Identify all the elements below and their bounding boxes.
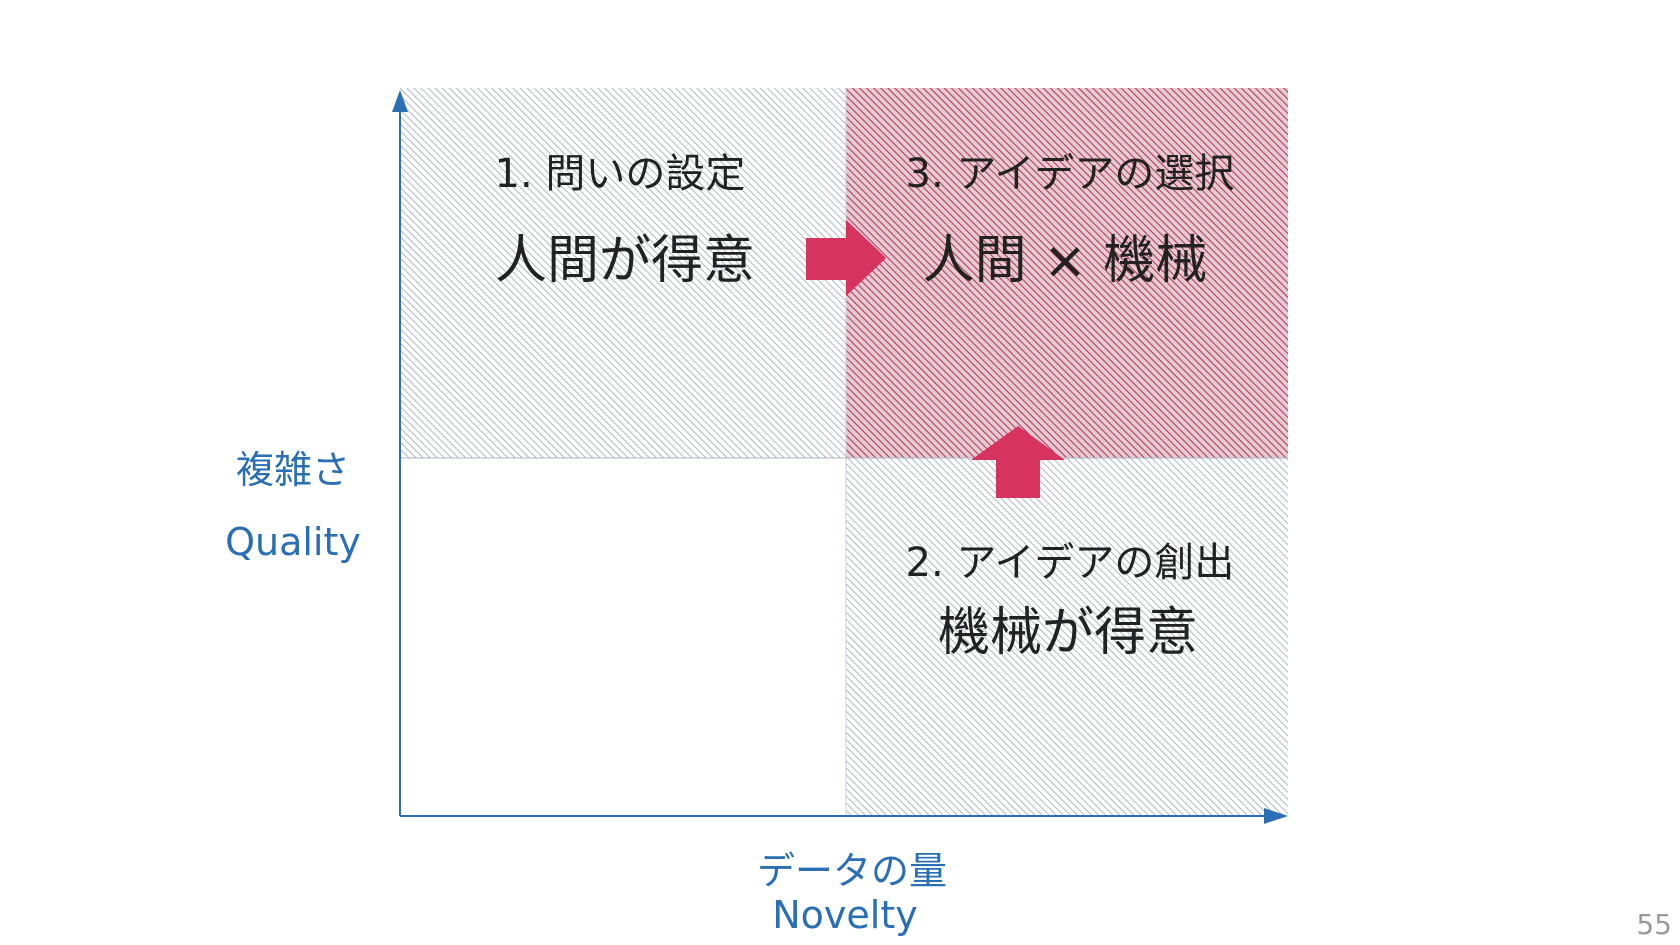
q3-title: 3. アイデアの選択 xyxy=(906,151,1235,197)
quadrant-top-right xyxy=(846,88,1288,458)
x-axis-arrowhead xyxy=(1264,808,1288,824)
y-axis-arrowhead xyxy=(392,90,408,112)
quadrant-top-left xyxy=(400,88,846,458)
quadrant-bottom-left xyxy=(400,458,846,816)
x-axis-label-en: Novelty xyxy=(772,893,918,937)
q2-title: 2. アイデアの創出 xyxy=(906,540,1235,586)
q2-main: 機械が得意 xyxy=(938,603,1198,663)
page-number: 55 xyxy=(1636,908,1672,941)
q1-main: 人間が得意 xyxy=(495,231,755,291)
x-axis-label-ja: データの量 xyxy=(757,849,947,893)
arrow-right-body xyxy=(806,220,886,296)
y-axis-label-ja: 複雑さ xyxy=(236,448,350,492)
arrow-up-icon xyxy=(971,426,1065,498)
q3-main: 人間 × 機械 xyxy=(923,231,1208,291)
y-axis-label-en: Quality xyxy=(225,520,361,564)
q1-title: 1. 問いの設定 xyxy=(495,151,746,197)
quadrant-bottom-right xyxy=(846,458,1288,816)
